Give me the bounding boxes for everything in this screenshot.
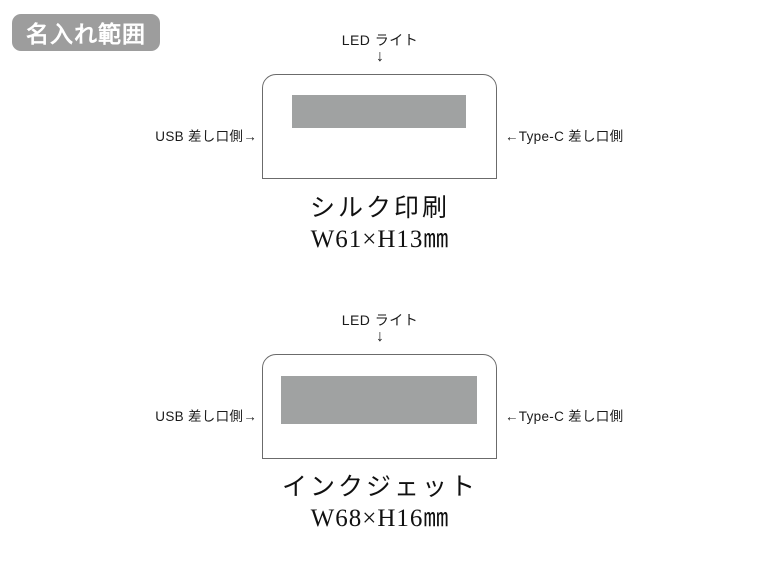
typec-port-side-label-silk: ←Type-C 差し口側 xyxy=(505,129,624,144)
led-light-label-silk: LED ライト xyxy=(341,32,419,48)
print-size-inkjet: W68×H16㎜ xyxy=(310,505,450,533)
print-area-rect-silk xyxy=(292,95,466,128)
print-size-silk: W61×H13㎜ xyxy=(310,226,450,254)
print-method-name-silk: シルク印刷 xyxy=(309,195,450,222)
caption-inkjet: インクジェット W68×H16㎜ xyxy=(0,472,760,536)
typec-port-side-label-inkjet: ←Type-C 差し口側 xyxy=(505,409,624,424)
print-area-rect-inkjet xyxy=(281,376,477,424)
usb-port-side-label-silk: USB 差し口側→ xyxy=(155,129,257,144)
usb-port-side-label-inkjet: USB 差し口側→ xyxy=(155,409,257,424)
print-method-name-inkjet: インクジェット xyxy=(281,474,478,501)
led-light-label-inkjet: LED ライト xyxy=(341,312,419,328)
caption-silk: シルク印刷 W61×H13㎜ xyxy=(0,193,760,257)
led-arrow-down-icon-silk: ↓ xyxy=(376,48,384,65)
imprint-area-badge: 名入れ範囲 xyxy=(12,14,160,51)
led-arrow-down-icon-inkjet: ↓ xyxy=(376,328,384,345)
